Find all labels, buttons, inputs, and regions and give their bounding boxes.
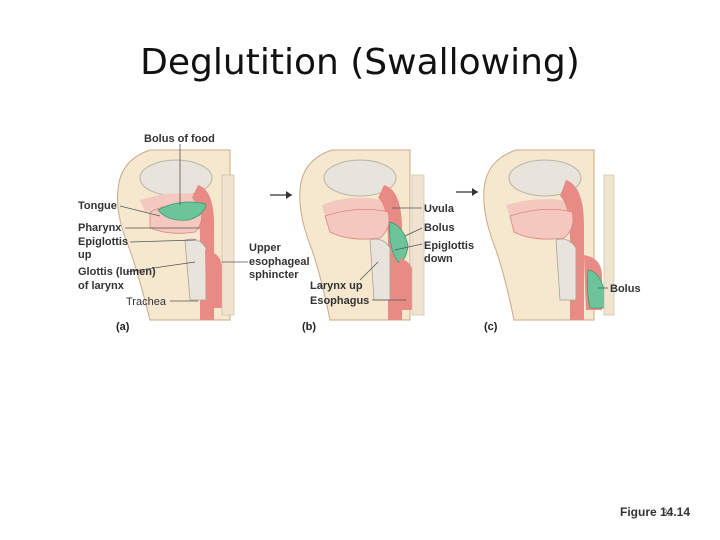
spine-a <box>221 174 235 316</box>
leader-larynx-b <box>359 261 379 281</box>
label-bolus-c: Bolus <box>610 283 641 295</box>
label-epiglottis-b: Epiglottis <box>424 240 475 252</box>
leader-epiglottis-b <box>394 243 423 251</box>
tongue-b <box>324 208 390 240</box>
label-larynx-up: Larynx up <box>310 280 363 292</box>
bolus-b <box>389 221 409 263</box>
larynx-b <box>369 238 391 301</box>
panel-a-illustration <box>117 149 235 321</box>
label-ues-1: Upper <box>249 242 281 254</box>
label-pharynx: Pharynx <box>78 222 122 234</box>
label-epiglottis-down: down <box>424 253 453 265</box>
bolus-a <box>157 201 207 221</box>
esophagus-a <box>205 250 222 308</box>
label-tongue: Tongue <box>78 200 117 212</box>
label-trachea: Trachea <box>126 296 166 308</box>
arrow-b-to-c-head <box>472 188 478 196</box>
larynx-c <box>555 238 577 301</box>
leader-bolus-b <box>404 227 423 237</box>
palate-b <box>322 197 392 216</box>
leader-tongue-a <box>119 205 161 217</box>
palate-c <box>506 199 576 216</box>
panel-label-a: (a) <box>116 321 130 333</box>
label-esophagus: Esophagus <box>310 295 370 307</box>
label-epiglottis-up: up <box>78 249 92 261</box>
panel-label-b: (b) <box>302 321 317 333</box>
label-bolus-of-food: Bolus of food <box>144 133 215 145</box>
label-epiglottis-a: Epiglottis <box>78 236 129 248</box>
panel-label-c: (c) <box>484 321 498 333</box>
label-uvula: Uvula <box>424 203 454 215</box>
page-title: Deglutition (Swallowing) <box>140 42 580 83</box>
spine-c <box>603 174 615 316</box>
leader-glottis-a <box>125 261 196 273</box>
label-bolus-b: Bolus <box>424 222 455 234</box>
nasal-bone-c <box>508 159 582 197</box>
label-ues-3: sphincter <box>249 269 299 281</box>
label-of-larynx: of larynx <box>78 280 124 292</box>
figure-reference: Figure 14.14 <box>620 505 691 519</box>
esophagus-b <box>400 258 414 310</box>
panel-b-illustration <box>299 149 425 321</box>
tongue-c <box>509 208 574 240</box>
arrow-a-to-b-head <box>286 191 292 199</box>
panel-c-illustration <box>483 149 615 321</box>
leader-epiglottis-a <box>129 239 197 243</box>
nasal-bone-b <box>323 159 397 197</box>
label-glottis: Glottis (lumen) <box>78 266 156 278</box>
label-ues-2: esophageal <box>249 256 310 268</box>
slide-number: 32 <box>662 508 674 519</box>
